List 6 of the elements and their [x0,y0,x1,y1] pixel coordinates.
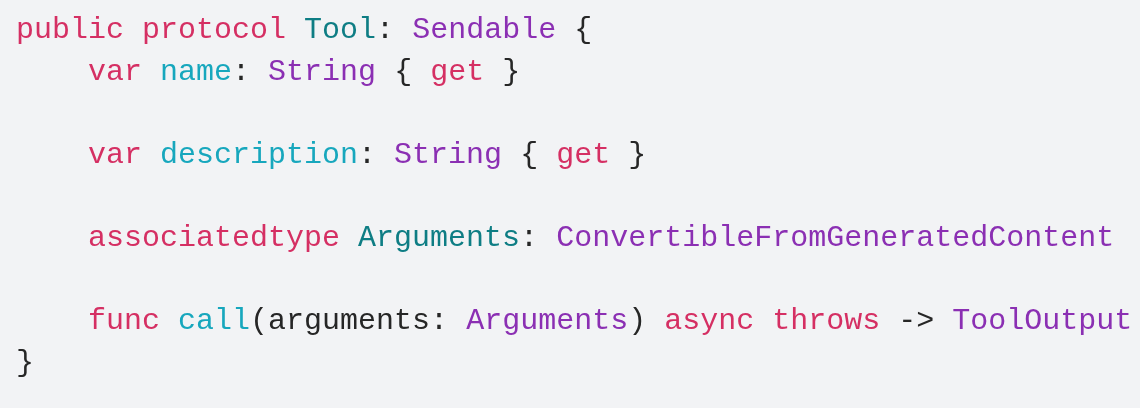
code-line: public protocol Tool: Sendable { [16,12,593,48]
code-line: var description: String { get } [88,136,647,173]
code-line: func call(arguments: Arguments) async throws -> ToolOutput [88,303,1133,340]
code-line: var name: String { get } [88,53,521,90]
code-line: associatedtype Arguments: ConvertibleFromGeneratedContent [88,220,1115,256]
code-line: } [16,344,34,381]
